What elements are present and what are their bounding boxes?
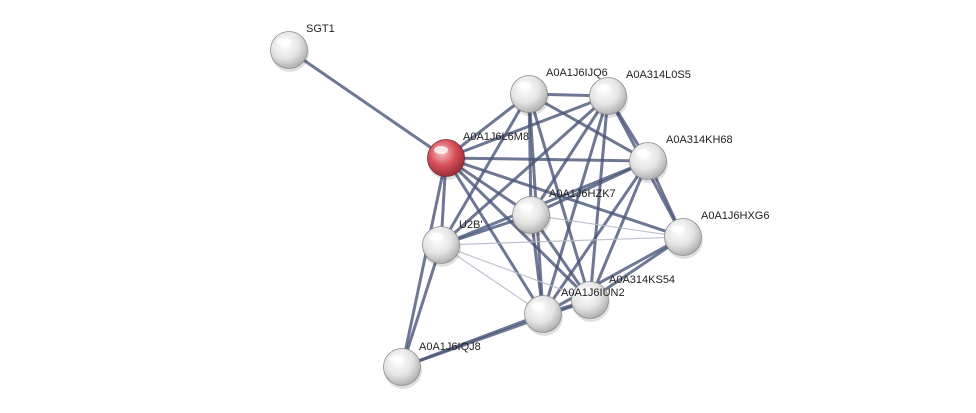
edge-A0A314L0S5-A0A1J6IUN2	[541, 94, 610, 316]
node-highlight	[434, 146, 448, 154]
node-label: U2B'	[459, 219, 483, 231]
node-highlight	[636, 149, 650, 157]
node-highlight	[531, 302, 545, 310]
node-ball[interactable]	[512, 196, 550, 234]
edge-A0A314KS54-A0A1J6IQJ8	[400, 298, 592, 369]
node-ball[interactable]	[270, 31, 308, 69]
node-ball[interactable]	[427, 139, 465, 177]
edge-A0A314KH68-A0A314KS54	[588, 159, 650, 302]
edge-A0A314L0S5-A0A314KS54	[588, 94, 610, 302]
node-label: A0A314KH68	[666, 134, 733, 146]
node-highlight	[671, 225, 685, 233]
edges-layer	[287, 48, 685, 369]
edge-U2B-A0A1J6IQJ8	[400, 243, 443, 369]
node-label: A0A1J6L6M8	[463, 131, 529, 143]
node-highlight	[517, 82, 531, 90]
edge-U2B-A0A314KS54	[440, 244, 591, 301]
node-A0A1J6L6M8[interactable]: A0A1J6L6M8	[427, 131, 530, 180]
node-ball[interactable]	[589, 77, 627, 115]
node-label: SGT1	[306, 23, 335, 35]
node-ball[interactable]	[524, 295, 562, 333]
node-SGT1[interactable]: SGT1	[270, 23, 335, 72]
node-label: A0A1J6HZK7	[549, 188, 616, 200]
node-label: A0A1J6IUN2	[561, 287, 625, 299]
node-label: A0A1J6IJQ6	[546, 67, 608, 79]
node-A0A314L0S5[interactable]: A0A314L0S5	[589, 69, 691, 118]
node-ball[interactable]	[422, 226, 460, 264]
edge-A0A1J6L6M8-A0A314L0S5	[444, 94, 610, 160]
node-ball[interactable]	[664, 218, 702, 256]
edge-SGT1-A0A1J6L6M8	[287, 48, 448, 160]
node-highlight	[390, 355, 404, 363]
node-highlight	[429, 233, 443, 241]
edge-A0A1J6HXG6-A0A1J6IUN2	[541, 235, 685, 316]
node-highlight	[578, 288, 592, 296]
node-label: A0A314L0S5	[626, 69, 691, 81]
node-A0A314KH68[interactable]: A0A314KH68	[629, 134, 733, 183]
node-highlight	[519, 203, 533, 211]
node-A0A1J6IJQ6[interactable]: A0A1J6IJQ6	[510, 67, 608, 116]
edge-A0A314L0S5-U2B	[439, 94, 610, 247]
node-ball[interactable]	[510, 75, 548, 113]
edge-A0A1J6IJQ6-U2B	[439, 92, 531, 247]
edge-A0A1J6L6M8-A0A1J6IQJ8	[400, 156, 448, 369]
node-A0A1J6IQJ8[interactable]: A0A1J6IQJ8	[383, 341, 481, 389]
node-highlight	[277, 38, 291, 46]
node-ball[interactable]	[629, 142, 667, 180]
node-label: A0A1J6HXG6	[701, 210, 769, 222]
edge-A0A1J6L6M8-A0A314KS54	[444, 156, 592, 302]
node-A0A1J6HXG6[interactable]: A0A1J6HXG6	[664, 210, 770, 259]
edge-A0A1J6HXG6-U2B	[440, 236, 684, 246]
node-ball[interactable]	[383, 348, 421, 386]
node-U2B[interactable]: U2B'	[422, 219, 483, 267]
edge-A0A1J6HZK7-A0A1J6HXG6	[530, 214, 684, 238]
node-A0A1J6IUN2[interactable]: A0A1J6IUN2	[524, 287, 625, 336]
edge-A0A314L0S5-A0A1J6HZK7	[529, 94, 610, 217]
node-label: A0A314KS54	[609, 274, 675, 286]
node-A0A314KS54[interactable]: A0A314KS54	[571, 274, 676, 322]
node-highlight	[596, 84, 610, 92]
node-A0A1J6HZK7[interactable]: A0A1J6HZK7	[512, 188, 616, 237]
node-label: A0A1J6IQJ8	[419, 341, 481, 353]
edge-U2B-A0A1J6IUN2	[440, 244, 544, 315]
edge-A0A1J6L6M8-A0A1J6IUN2	[444, 156, 545, 316]
